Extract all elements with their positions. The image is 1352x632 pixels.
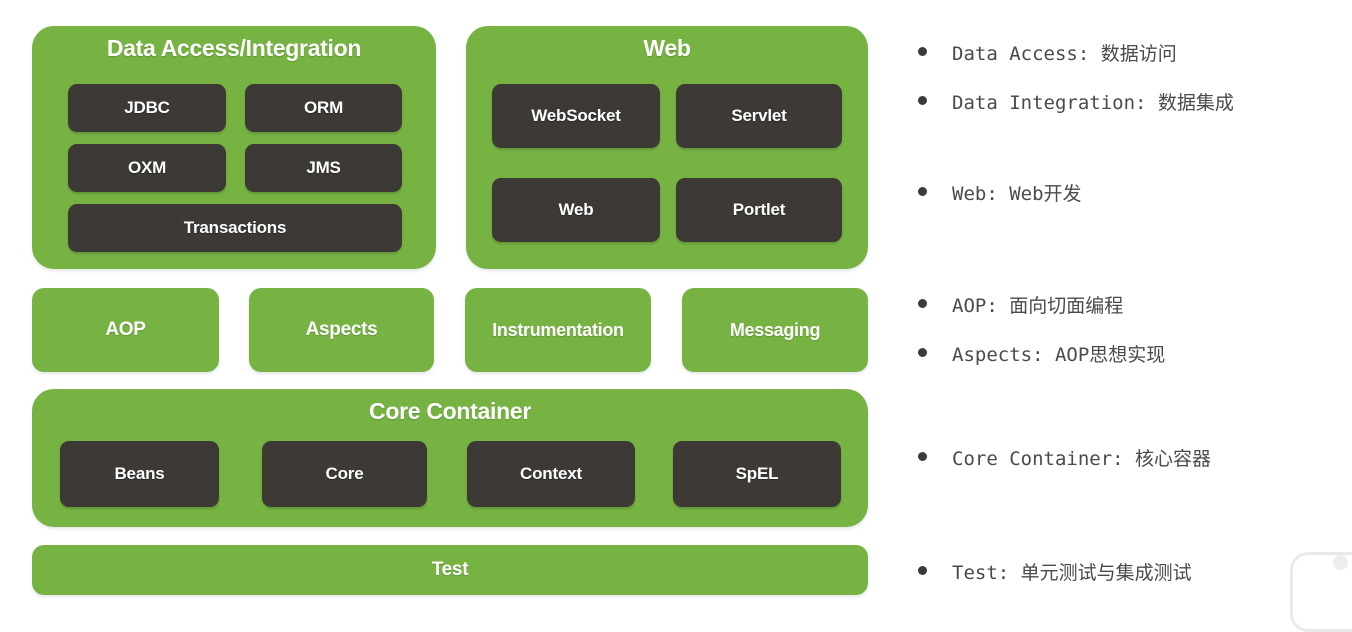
legend-item-core-container: Core Container: 核心容器: [918, 448, 1211, 471]
module-transactions[interactable]: Transactions: [68, 204, 402, 252]
module-servlet[interactable]: Servlet: [676, 84, 842, 148]
bullet-dot-icon: [918, 566, 927, 575]
module-beans[interactable]: Beans: [60, 441, 219, 507]
decorative-dot-icon: [1333, 555, 1348, 570]
module-spel[interactable]: SpEL: [673, 441, 841, 507]
module-aspects[interactable]: Aspects: [249, 288, 434, 372]
legend-item-label: AOP: 面向切面编程: [952, 295, 1124, 317]
module-context[interactable]: Context: [467, 441, 635, 507]
module-aop[interactable]: AOP: [32, 288, 219, 372]
panel-web-title: Web: [643, 35, 691, 61]
module-jdbc[interactable]: JDBC: [68, 84, 226, 132]
module-instrumentation-label: Instrumentation: [492, 319, 624, 340]
legend-item-label: Core Container: 核心容器: [952, 448, 1212, 470]
module-portlet[interactable]: Portlet: [676, 178, 842, 242]
module-web[interactable]: Web: [492, 178, 660, 242]
bullet-dot-icon: [918, 96, 927, 105]
bullet-dot-icon: [918, 452, 927, 461]
legend-item-test: Test: 单元测试与集成测试: [918, 562, 1192, 585]
legend-item-aspects: Aspects: AOP思想实现: [918, 344, 1165, 367]
legend-item-label: Data Integration: 数据集成: [952, 92, 1234, 114]
module-messaging-label: Messaging: [729, 319, 821, 340]
legend-item-label: Data Access: 数据访问: [952, 43, 1177, 65]
module-jms[interactable]: JMS: [245, 144, 402, 192]
module-websocket[interactable]: WebSocket: [492, 84, 660, 148]
module-instrumentation[interactable]: Instrumentation: [465, 288, 651, 372]
legend-item-web: Web: Web开发: [918, 183, 1082, 206]
module-aspects-label: Aspects: [305, 319, 378, 340]
bullet-dot-icon: [918, 299, 927, 308]
legend-item-data-access: Data Access: 数据访问: [918, 43, 1177, 66]
bullet-dot-icon: [918, 187, 927, 196]
panel-test[interactable]: Test: [32, 545, 868, 595]
module-oxm[interactable]: OXM: [68, 144, 226, 192]
panel-data-access-title: Data Access/Integration: [106, 35, 362, 61]
module-aop-label: AOP: [105, 319, 146, 340]
legend-item-aop: AOP: 面向切面编程: [918, 295, 1123, 318]
diagram-canvas: Data Access/Integration JDBC ORM OXM JMS…: [32, 0, 1352, 632]
legend-item-data-integration: Data Integration: 数据集成: [918, 92, 1234, 115]
panel-core-container-title: Core Container: [369, 398, 531, 424]
panel-test-label: Test: [431, 559, 469, 580]
legend-item-label: Web: Web开发: [952, 183, 1082, 205]
bullet-dot-icon: [918, 348, 927, 357]
legend-list: Data Access: 数据访问 Data Integration: 数据集成…: [918, 0, 1352, 606]
legend-item-label: Test: 单元测试与集成测试: [952, 562, 1192, 584]
legend-item-label: Aspects: AOP思想实现: [952, 344, 1166, 366]
module-orm[interactable]: ORM: [245, 84, 402, 132]
module-core[interactable]: Core: [262, 441, 427, 507]
bullet-dot-icon: [918, 47, 927, 56]
module-messaging[interactable]: Messaging: [682, 288, 868, 372]
